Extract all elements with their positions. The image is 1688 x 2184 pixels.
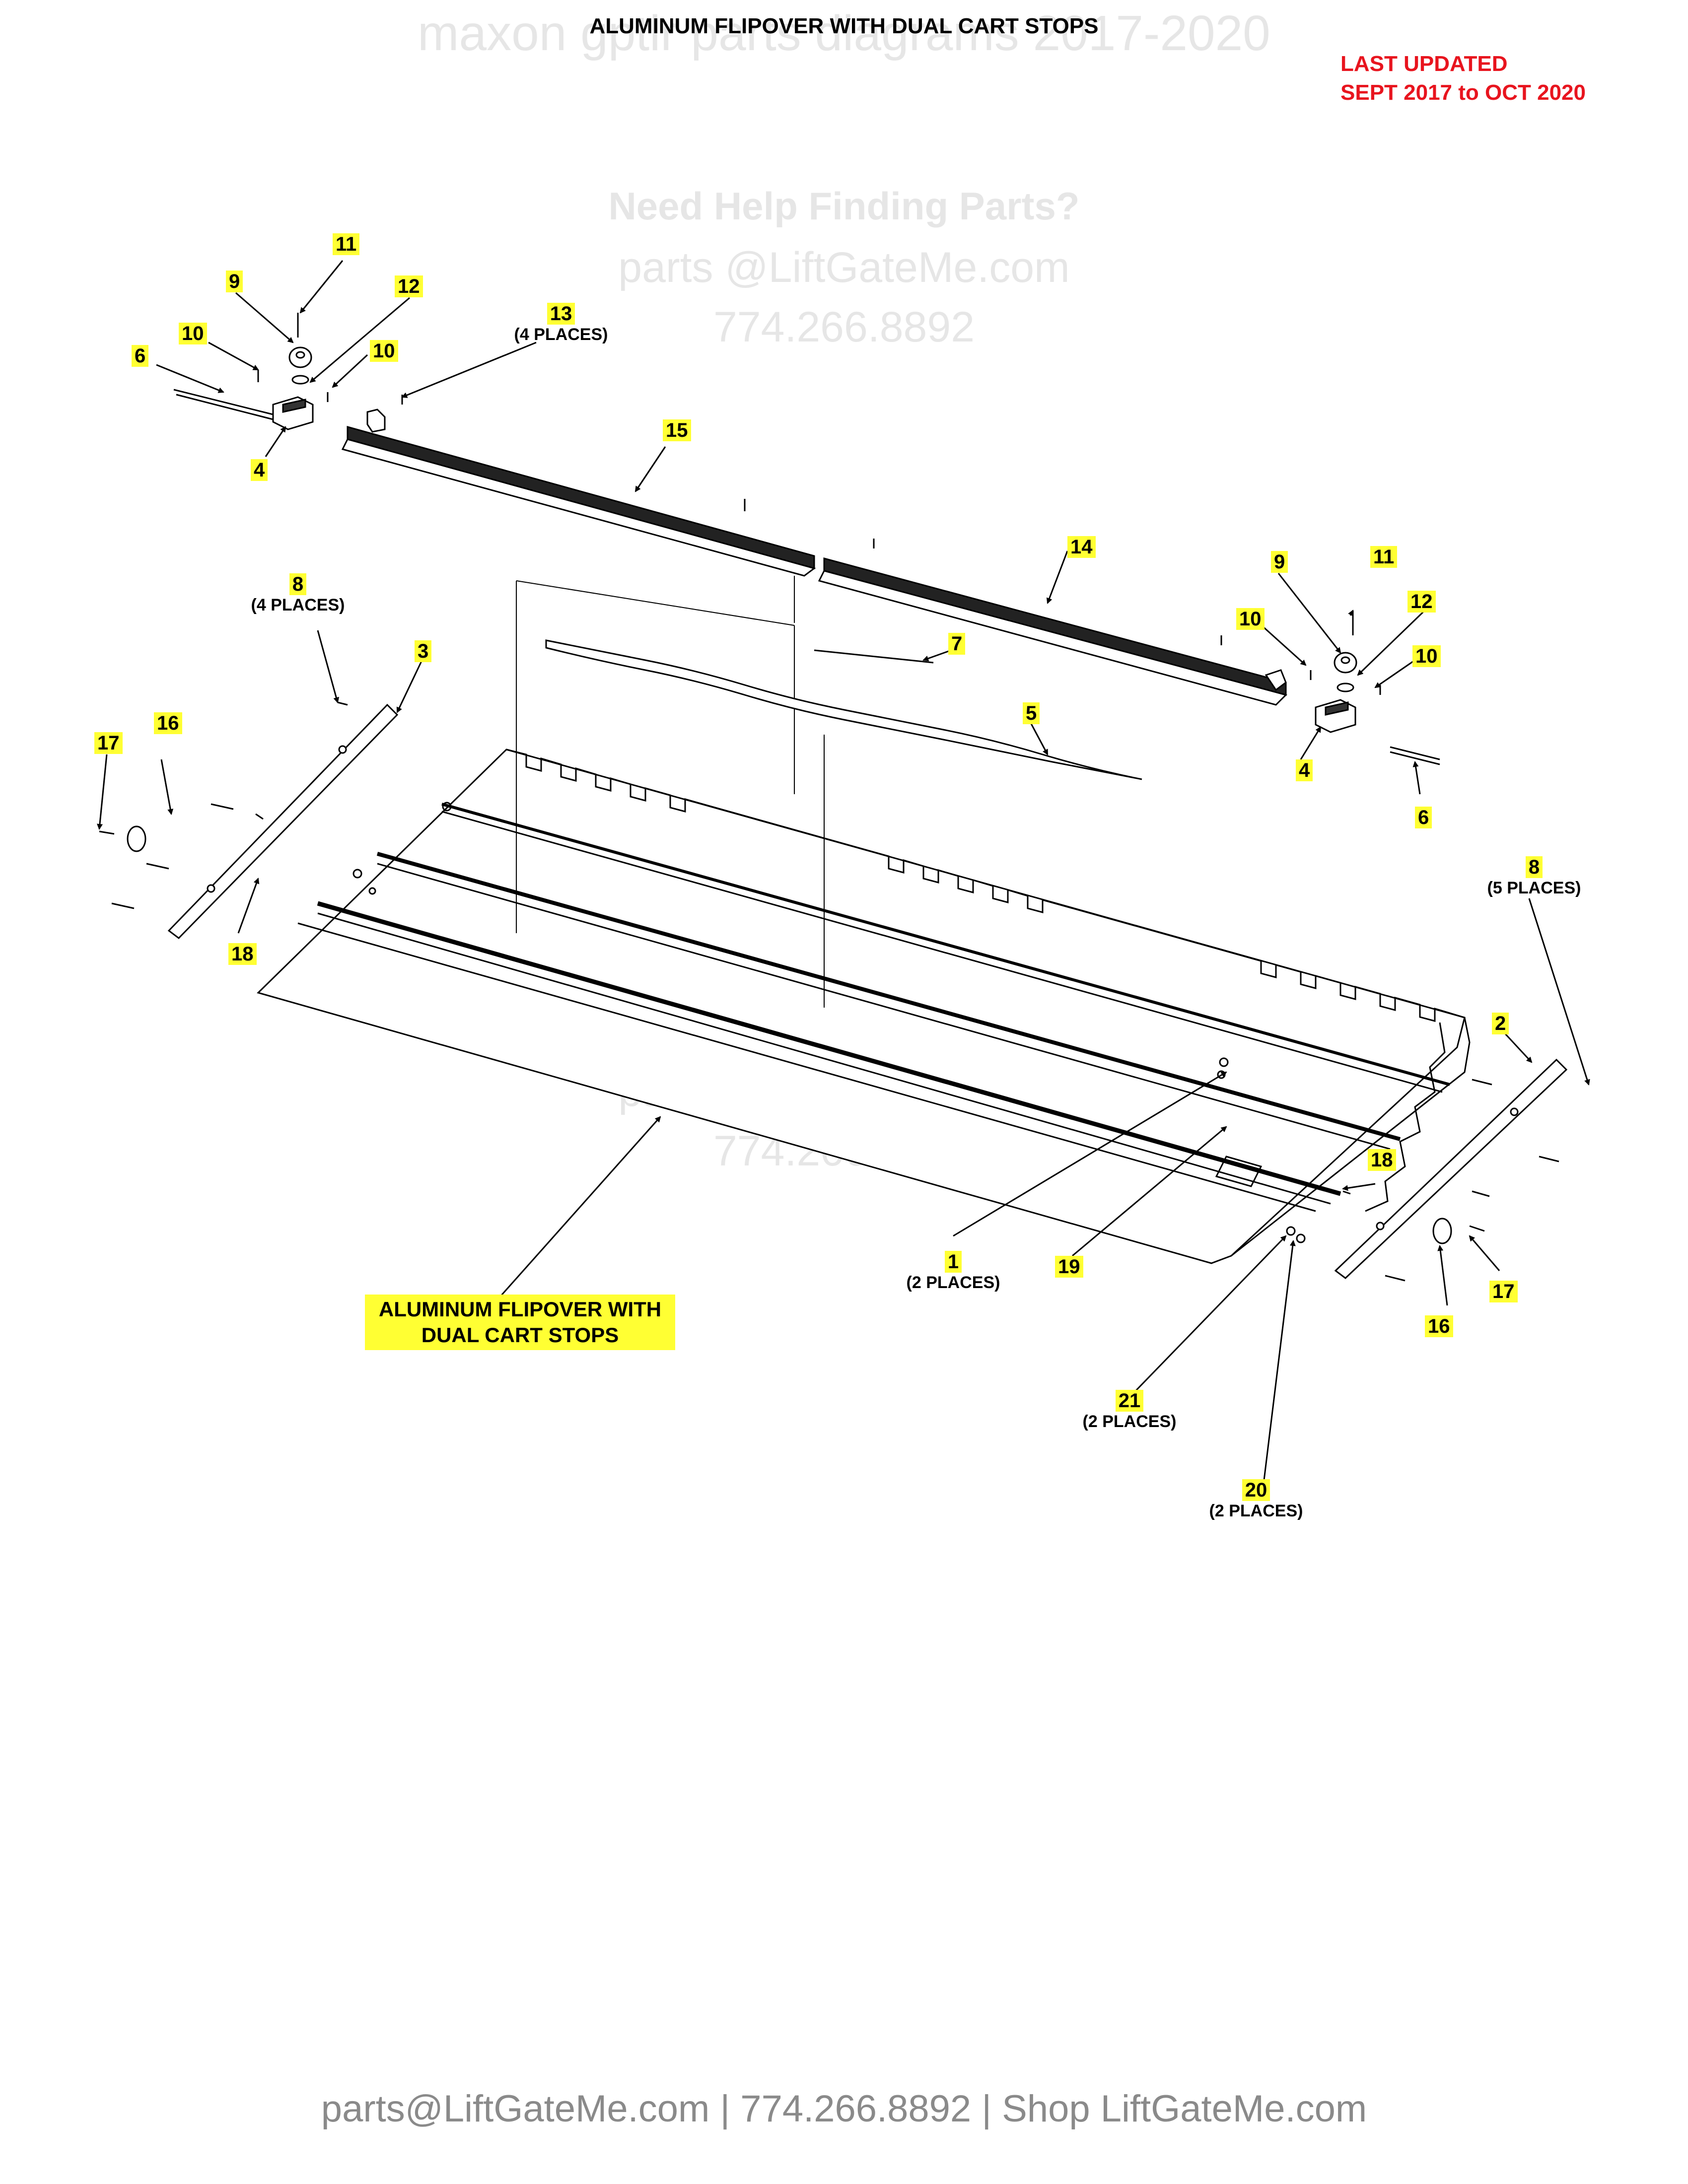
callout-11-top: 11 bbox=[333, 233, 360, 256]
callout-8-right: 8 (5 PLACES) bbox=[1487, 856, 1581, 897]
callout-5: 5 bbox=[1023, 702, 1040, 725]
assembly-label: ALUMINUM FLIPOVER WITH DUAL CART STOPS bbox=[365, 1295, 675, 1350]
callout-8-left: 8 (4 PLACES) bbox=[251, 573, 345, 614]
callout-6-bottom: 6 bbox=[1415, 807, 1432, 829]
last-updated-label: LAST UPDATED bbox=[1340, 52, 1508, 76]
callout-16-right: 16 bbox=[1425, 1315, 1453, 1338]
watermark-top: maxon gptlr parts diagrams 2017-2020 bbox=[418, 5, 1270, 61]
watermark-email-top: parts @LiftGateMe.com bbox=[618, 244, 1070, 291]
callout-10-bottom-left: 10 bbox=[1236, 608, 1265, 630]
page-title: ALUMINUM FLIPOVER WITH DUAL CART STOPS bbox=[589, 14, 1099, 38]
last-updated: LAST UPDATED SEPT 2017 to OCT 2020 bbox=[1340, 50, 1586, 107]
callout-3: 3 bbox=[415, 640, 432, 663]
callout-10-top-right: 10 bbox=[370, 340, 398, 362]
assembly-label-line2: DUAL CART STOPS bbox=[421, 1323, 619, 1347]
callout-10-bottom-right: 10 bbox=[1412, 645, 1441, 668]
side-arms bbox=[167, 703, 1568, 1279]
callout-17-right: 17 bbox=[1489, 1281, 1518, 1303]
callout-14: 14 bbox=[1067, 536, 1096, 558]
rollers-and-washers bbox=[127, 346, 1452, 1244]
callout-21: 21 (2 PLACES) bbox=[1082, 1390, 1177, 1431]
footer-contact: parts@LiftGateMe.com | 774.266.8892 | Sh… bbox=[321, 2088, 1367, 2130]
callout-12-bottom: 12 bbox=[1407, 591, 1436, 613]
callout-12-top: 12 bbox=[395, 275, 423, 298]
callout-9-top: 9 bbox=[226, 271, 243, 293]
callout-18-left: 18 bbox=[228, 943, 257, 965]
cart-stop-rail-14 bbox=[818, 557, 1287, 706]
callout-17-left: 17 bbox=[94, 732, 123, 754]
callout-4-bottom: 4 bbox=[1296, 759, 1313, 782]
watermark-phone-top: 774.266.8892 bbox=[713, 303, 975, 351]
thin-frame-lines bbox=[516, 576, 825, 1008]
callout-1: 1 (2 PLACES) bbox=[906, 1251, 1000, 1292]
callout-11-bottom: 11 bbox=[1370, 546, 1398, 568]
roll-pins bbox=[173, 389, 1440, 765]
callout-13: 13 (4 PLACES) bbox=[514, 303, 608, 344]
callout-6-top: 6 bbox=[132, 345, 149, 367]
assembly-label-line1: ALUMINUM FLIPOVER WITH bbox=[378, 1297, 662, 1321]
spring-strip-5 bbox=[545, 639, 1142, 780]
callout-18-right: 18 bbox=[1368, 1149, 1396, 1171]
callout-10-top-left: 10 bbox=[179, 323, 207, 345]
last-updated-range: SEPT 2017 to OCT 2020 bbox=[1340, 80, 1586, 105]
callout-9-bottom: 9 bbox=[1271, 551, 1288, 573]
callout-20: 20 (2 PLACES) bbox=[1209, 1479, 1303, 1520]
flipover-plate bbox=[257, 749, 1471, 1264]
callout-7: 7 bbox=[948, 633, 966, 655]
callout-15: 15 bbox=[663, 419, 691, 442]
hinge-blocks bbox=[272, 396, 1356, 733]
watermark-help-top: Need Help Finding Parts? bbox=[608, 184, 1080, 228]
callout-4-top: 4 bbox=[251, 459, 268, 481]
cart-stop-rail-15 bbox=[341, 409, 816, 577]
callout-2: 2 bbox=[1492, 1013, 1509, 1035]
leader-lines bbox=[97, 260, 1590, 1485]
callout-16-left: 16 bbox=[154, 712, 182, 735]
callout-19: 19 bbox=[1055, 1256, 1083, 1278]
